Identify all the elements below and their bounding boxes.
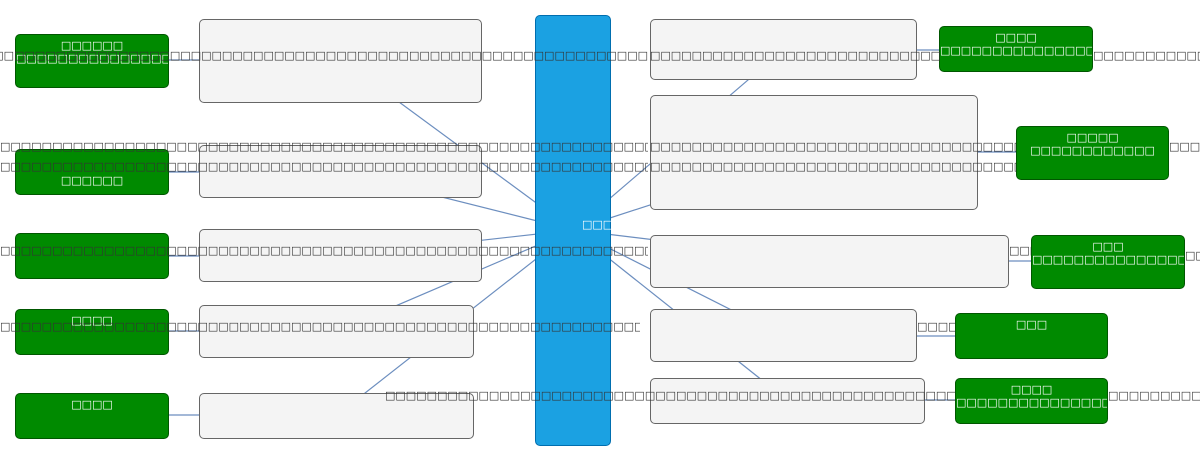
right-branch-1-text: □□□□□□□□□□□□□□□□□□□□□□□□□□□□□□□□□□□□□□□□… [650, 49, 940, 62]
left-branch-box-3[interactable] [199, 229, 482, 282]
right-branch-3-text: □□□□□□□□□□□□□□□□□□□□□□□□□□□□□□□□□□□□□□□□… [1009, 244, 1031, 257]
center-node-label: □□□□ [582, 218, 624, 231]
right-branch-2-text: □□□□□□□□□□□□□□□□□□□□□□□□□□□□□□□□□□□□□□□□… [650, 140, 1016, 153]
right-branch-2-text-tail: □□□□□□□□□□□□□□□□□□□□□□□□□□□□□□□□□□□□□□□□… [1169, 140, 1200, 153]
left-leaf-1[interactable]: □□□□□□ □□□□□□□□□□□□□□□□□□□ [15, 34, 169, 88]
right-leaf-4[interactable]: □□□ [955, 313, 1108, 359]
left-branch-2-text: □□□□□□□□□□□□□□□□□□□□□□□□□□□□□□□□□□□□□□□□… [0, 140, 648, 153]
left-branch-box-4[interactable] [199, 305, 474, 358]
right-branch-5-text: □□□□□□□□□□□□□□□□□□□□□□□□□□□□□□□□□□□□□□□□… [385, 389, 955, 402]
left-leaf-1-title: □□□□□□ [60, 39, 124, 52]
right-branch-box-3[interactable] [650, 235, 1009, 288]
left-branch-4-text: □□□□□□□□□□□□□□□□□□□□□□□□□□□□□□□□□□□□□□□□… [0, 320, 640, 333]
right-branch-3-text-tail: □□□□□□□□□□□□□□□□□□□□□□□□□□□□□□□□□□□□□□□□… [1185, 249, 1200, 262]
right-branch-box-1[interactable] [650, 19, 917, 80]
left-leaf-3[interactable] [15, 233, 169, 279]
right-leaf-2-subtitle: □□□□□□□□□□□□ [1030, 144, 1155, 157]
left-branch-2-text-line2: □□□□□□□□□□□□□□□□□□□□□□□□□□□□□□□□□□□□□□□□… [0, 160, 648, 173]
right-leaf-1-subtitle: □□□□□□□□□□□□□□□□ [940, 44, 1093, 57]
right-leaf-3-title: □□□ [1092, 240, 1124, 253]
right-leaf-5[interactable]: □□□□ □□□□□□□□□□□□□□□□ [955, 378, 1108, 424]
right-branch-box-4[interactable] [650, 309, 917, 362]
right-leaf-5-title: □□□□ [1010, 383, 1053, 396]
left-branch-box-2[interactable] [199, 145, 482, 198]
right-leaf-1-title: □□□□ [995, 31, 1037, 44]
right-branch-box-2[interactable] [650, 95, 978, 210]
left-leaf-1-subtitle: □□□□□□□□□□□□□□□□□□□ [16, 52, 168, 65]
left-branch-3-text: □□□□□□□□□□□□□□□□□□□□□□□□□□□□□□□□□□□□□□□□… [0, 244, 648, 257]
left-leaf-4-title: □□□□ [71, 314, 113, 327]
left-branch-box-5[interactable] [199, 393, 474, 439]
right-leaf-3-subtitle: □□□□□□□□□□□□□□□□□□□□□ [1032, 253, 1185, 266]
right-leaf-3[interactable]: □□□ □□□□□□□□□□□□□□□□□□□□□ [1031, 235, 1185, 289]
left-branch-box-1[interactable] [199, 19, 482, 103]
left-leaf-5[interactable]: □□□□ [15, 393, 169, 439]
right-branch-2-text-line2: □□□□□□□□□□□□□□□□□□□□□□□□□□□□□□□□□□□□□□□□… [650, 160, 1016, 173]
right-branch-4-text: □□□□□□□□□□□□□□□□□□□□□□□□□□□□□□□□□□□□□□□□… [917, 320, 955, 333]
right-leaf-4-title: □□□ [1015, 318, 1048, 331]
center-node[interactable]: □□□□ [535, 15, 624, 446]
right-leaf-2[interactable]: □□□□□ □□□□□□□□□□□□ [1016, 126, 1169, 180]
right-branch-5-text-tail: □□□□□□□□□□□□□□□□□□□□□□□□□□□□□□□□□□□□□□□□… [1108, 389, 1200, 402]
right-leaf-1[interactable]: □□□□ □□□□□□□□□□□□□□□□ [939, 26, 1093, 72]
right-branch-box-5[interactable] [650, 378, 925, 424]
right-branch-1-text-tail: □□□□□□□□□□□□□□□□□□□□□□□□□□□□□□□□□□□□□□□□… [1093, 49, 1200, 62]
right-leaf-2-title: □□□□□ [1066, 131, 1119, 144]
left-branch-1-text: □□□□□□□□□□□□□□□□□□□□□□□□□□□□□□□□□□□□□□□□… [0, 49, 648, 62]
right-leaf-5-subtitle: □□□□□□□□□□□□□□□□ [956, 396, 1108, 409]
left-leaf-2[interactable]: □□□□□□ [15, 149, 169, 195]
left-leaf-4[interactable]: □□□□ [15, 309, 169, 355]
left-leaf-2-title: □□□□□□ [60, 174, 124, 187]
left-leaf-5-title: □□□□ [71, 398, 113, 411]
